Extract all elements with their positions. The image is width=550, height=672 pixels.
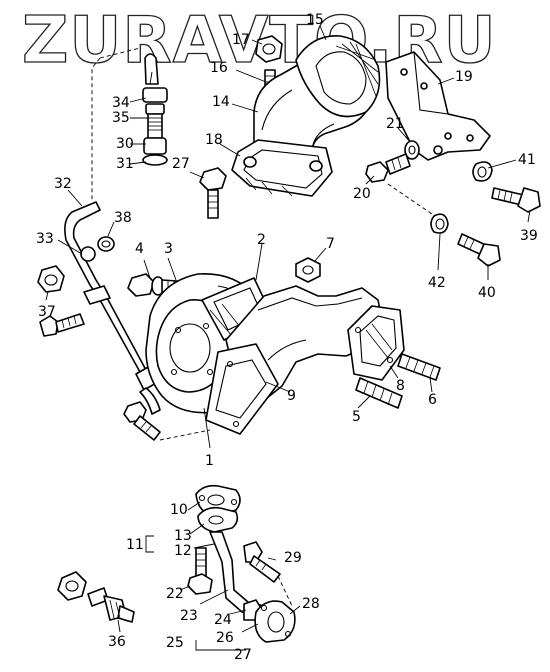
callout-15: 15 [306, 12, 324, 28]
callout-37: 37 [38, 304, 56, 320]
callout-14: 14 [212, 94, 230, 110]
callout-10: 10 [170, 502, 188, 518]
callout-12: 12 [174, 543, 192, 559]
oil-feed-line [37, 47, 211, 441]
callout-17: 17 [232, 32, 250, 48]
callout-42: 42 [428, 275, 446, 291]
callout-6: 6 [428, 392, 437, 408]
callout-30: 30 [116, 136, 134, 152]
bolt-39-washer-41 [472, 161, 541, 213]
callout-35: 35 [112, 110, 130, 126]
callout-11: 11 [126, 537, 144, 553]
callout-27-upper: 27 [172, 156, 190, 172]
callout-23: 23 [180, 608, 198, 624]
callout-19: 19 [455, 69, 473, 85]
oil-drain-assembly [187, 484, 296, 643]
callout-31: 31 [116, 156, 134, 172]
callout-28: 28 [302, 596, 320, 612]
callout-21: 21 [386, 116, 404, 132]
callout-41: 41 [518, 152, 536, 168]
callout-33: 33 [36, 231, 54, 247]
exhaust-manifold-assembly [205, 257, 441, 435]
exhaust-elbow-assembly [231, 35, 381, 197]
callout-38: 38 [114, 210, 132, 226]
callout-13: 13 [174, 528, 192, 544]
callout-20: 20 [353, 186, 371, 202]
callout-29: 29 [284, 550, 302, 566]
callout-22: 22 [166, 586, 184, 602]
callout-2: 2 [257, 232, 266, 248]
callout-7: 7 [326, 236, 335, 252]
bolt-27-upper [199, 167, 227, 219]
callout-25: 25 [166, 635, 184, 651]
callout-24: 24 [214, 612, 232, 628]
bolt-40-washer-42 [387, 183, 501, 267]
callout-18: 18 [205, 132, 223, 148]
callout-8: 8 [396, 378, 405, 394]
bolt-20-washer-21 [365, 140, 420, 183]
fitting-36 [57, 571, 135, 623]
callout-9: 9 [287, 388, 296, 404]
callout-36: 36 [108, 634, 126, 650]
callout-26: 26 [216, 630, 234, 646]
callout-1: 1 [205, 453, 214, 469]
callout-3: 3 [164, 241, 173, 257]
leader-lines [45, 25, 531, 651]
callout-40: 40 [478, 285, 496, 301]
callout-16: 16 [210, 60, 228, 76]
callout-32: 32 [54, 176, 72, 192]
callout-labels: 1 2 3 4 5 6 7 8 9 10 11 12 13 14 15 16 1… [36, 12, 538, 663]
callout-34: 34 [112, 95, 130, 111]
callout-5: 5 [352, 409, 361, 425]
callout-39: 39 [520, 228, 538, 244]
callout-27-lower: 27 [234, 647, 252, 663]
callout-4: 4 [135, 241, 144, 257]
turbocharger-assembly [127, 273, 273, 414]
support-bracket-19 [385, 51, 491, 161]
